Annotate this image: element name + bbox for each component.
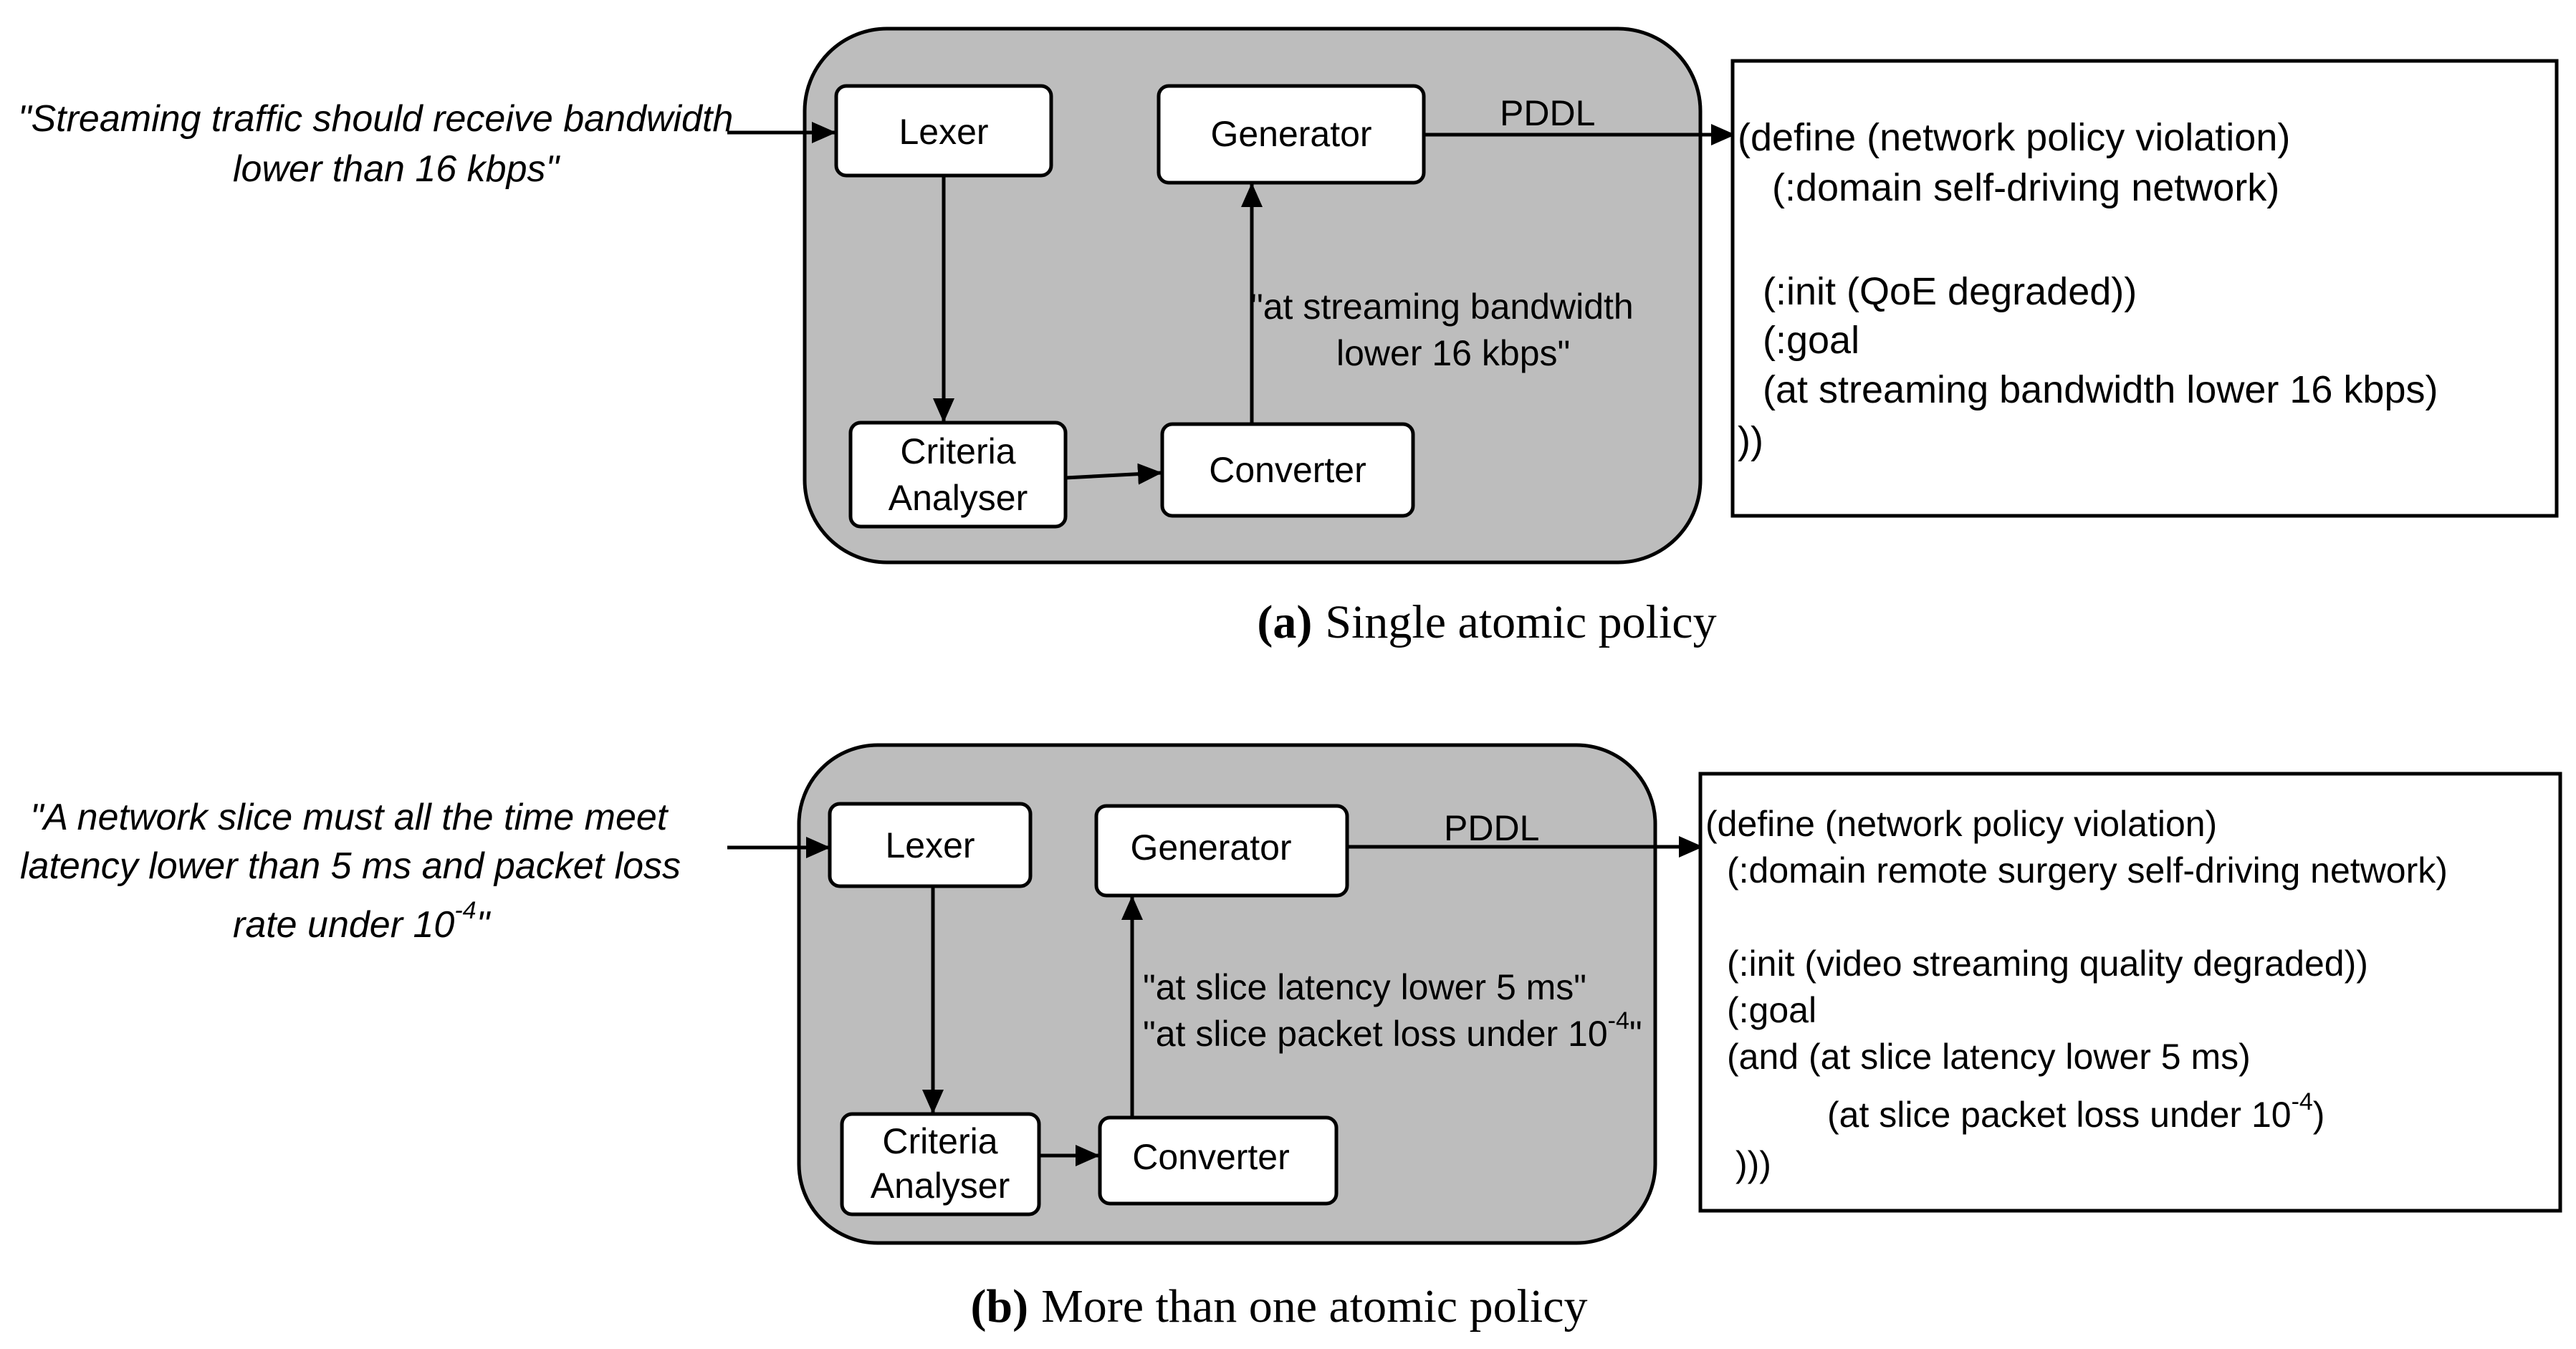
- panel-b-input-quote-base: rate under 10: [233, 904, 454, 946]
- panel-b-input-quote-line1: "A network slice must all the time meet: [30, 797, 669, 838]
- panel-b-intermediate-exponent: -4: [1608, 1007, 1629, 1034]
- panel-b-input-quote-close: ": [477, 904, 492, 946]
- panel-a-code-line5: (at streaming bandwidth lower 16 kbps): [1763, 368, 2438, 411]
- panel-b-code-line1: (define (network policy violation): [1705, 804, 2217, 844]
- panel-b-converter-box: [1098, 1115, 1339, 1206]
- panel-a: "Streaming traffic should receive bandwi…: [18, 27, 2559, 648]
- panel-a-pddl-label: PDDL: [1500, 93, 1595, 133]
- panel-b-input-quote-line3: rate under 10-4": [233, 897, 492, 946]
- panel-b-code-line6: (at slice packet loss under 10-4): [1827, 1088, 2324, 1135]
- panel-a-criteria-label-line2: Analyser: [889, 478, 1028, 518]
- panel-b-code-line3: (:init (video streaming quality degraded…: [1727, 944, 2368, 984]
- panel-b-pddl-label: PDDL: [1444, 808, 1539, 848]
- panel-b-code-line7: ))): [1735, 1144, 1771, 1184]
- panel-b-intermediate-line1: "at slice latency lower 5 ms": [1143, 967, 1586, 1007]
- panel-a-caption: (a) Single atomic policy: [1257, 596, 1716, 648]
- panel-b-intermediate-base: "at slice packet loss under 10: [1143, 1014, 1608, 1054]
- panel-b-caption-letter: (b): [970, 1280, 1028, 1333]
- panel-a-caption-text: Single atomic policy: [1325, 596, 1716, 648]
- panel-a-caption-letter: (a): [1257, 596, 1312, 648]
- panel-a-lexer-label: Lexer: [899, 112, 988, 152]
- panel-b-generator-box: [1094, 804, 1349, 898]
- panel-a-intermediate-line1: "at streaming bandwidth: [1250, 287, 1634, 327]
- panel-b: "A network slice must all the time meet …: [20, 743, 2562, 1333]
- panel-b-input-quote-exponent: -4: [454, 897, 476, 924]
- panel-b-intermediate-line2: "at slice packet loss under 10-4": [1143, 1007, 1642, 1054]
- panel-b-code-line6-exponent: -4: [2292, 1088, 2313, 1115]
- panel-b-intermediate-close: ": [1629, 1014, 1642, 1054]
- panel-a-criteria-to-converter-arrow: [1065, 463, 1162, 485]
- panel-a-input-quote-line2: lower than 16 kbps": [233, 148, 560, 190]
- panel-a-converter-label: Converter: [1209, 450, 1366, 490]
- panel-a-converter-box: [1160, 422, 1415, 518]
- panel-b-code-line4: (:goal: [1727, 990, 1816, 1030]
- panel-b-code-line6-close: ): [2313, 1095, 2325, 1135]
- panel-a-intermediate-line2: lower 16 kbps": [1336, 333, 1570, 373]
- panel-b-lexer-box: [828, 802, 1033, 888]
- panel-b-code-line6-base: (at slice packet loss under 10: [1827, 1095, 2292, 1135]
- panel-b-caption-text: More than one atomic policy: [1041, 1280, 1587, 1333]
- panel-b-code-line5: (and (at slice latency lower 5 ms): [1727, 1037, 2251, 1077]
- panel-b-generator-label: Generator: [1130, 827, 1291, 868]
- panel-b-converter-label: Converter: [1132, 1137, 1290, 1177]
- panel-a-code-line3: (:init (QoE degraded)): [1763, 270, 2137, 313]
- panel-b-code-line2: (:domain remote surgery self-driving net…: [1727, 850, 2448, 890]
- panel-a-criteria-label-line1: Criteria: [900, 431, 1015, 471]
- panel-a-criteria-box: [848, 421, 1068, 529]
- panel-b-criteria-box: [840, 1112, 1041, 1216]
- panel-b-caption: (b) More than one atomic policy: [970, 1280, 1587, 1333]
- panel-a-code-line4: (:goal: [1763, 319, 1859, 362]
- panel-a-code-line2: (:domain self-driving network): [1772, 166, 2279, 209]
- panel-a-pddl-code-box: [1730, 59, 2559, 518]
- panel-b-lexer-label: Lexer: [885, 825, 975, 865]
- panel-a-generator-label: Generator: [1210, 114, 1371, 154]
- panel-a-input-quote-line1: "Streaming traffic should receive bandwi…: [18, 98, 733, 140]
- panel-a-code-line1: (define (network policy violation): [1738, 116, 2290, 159]
- panel-a-code-line6: )): [1738, 419, 1763, 462]
- panel-b-criteria-label-line1: Criteria: [882, 1121, 997, 1161]
- panel-b-criteria-label-line2: Analyser: [871, 1166, 1010, 1206]
- panel-b-input-quote-line2: latency lower than 5 ms and packet loss: [20, 845, 681, 887]
- panel-b-pddl-code-box: [1698, 772, 2562, 1213]
